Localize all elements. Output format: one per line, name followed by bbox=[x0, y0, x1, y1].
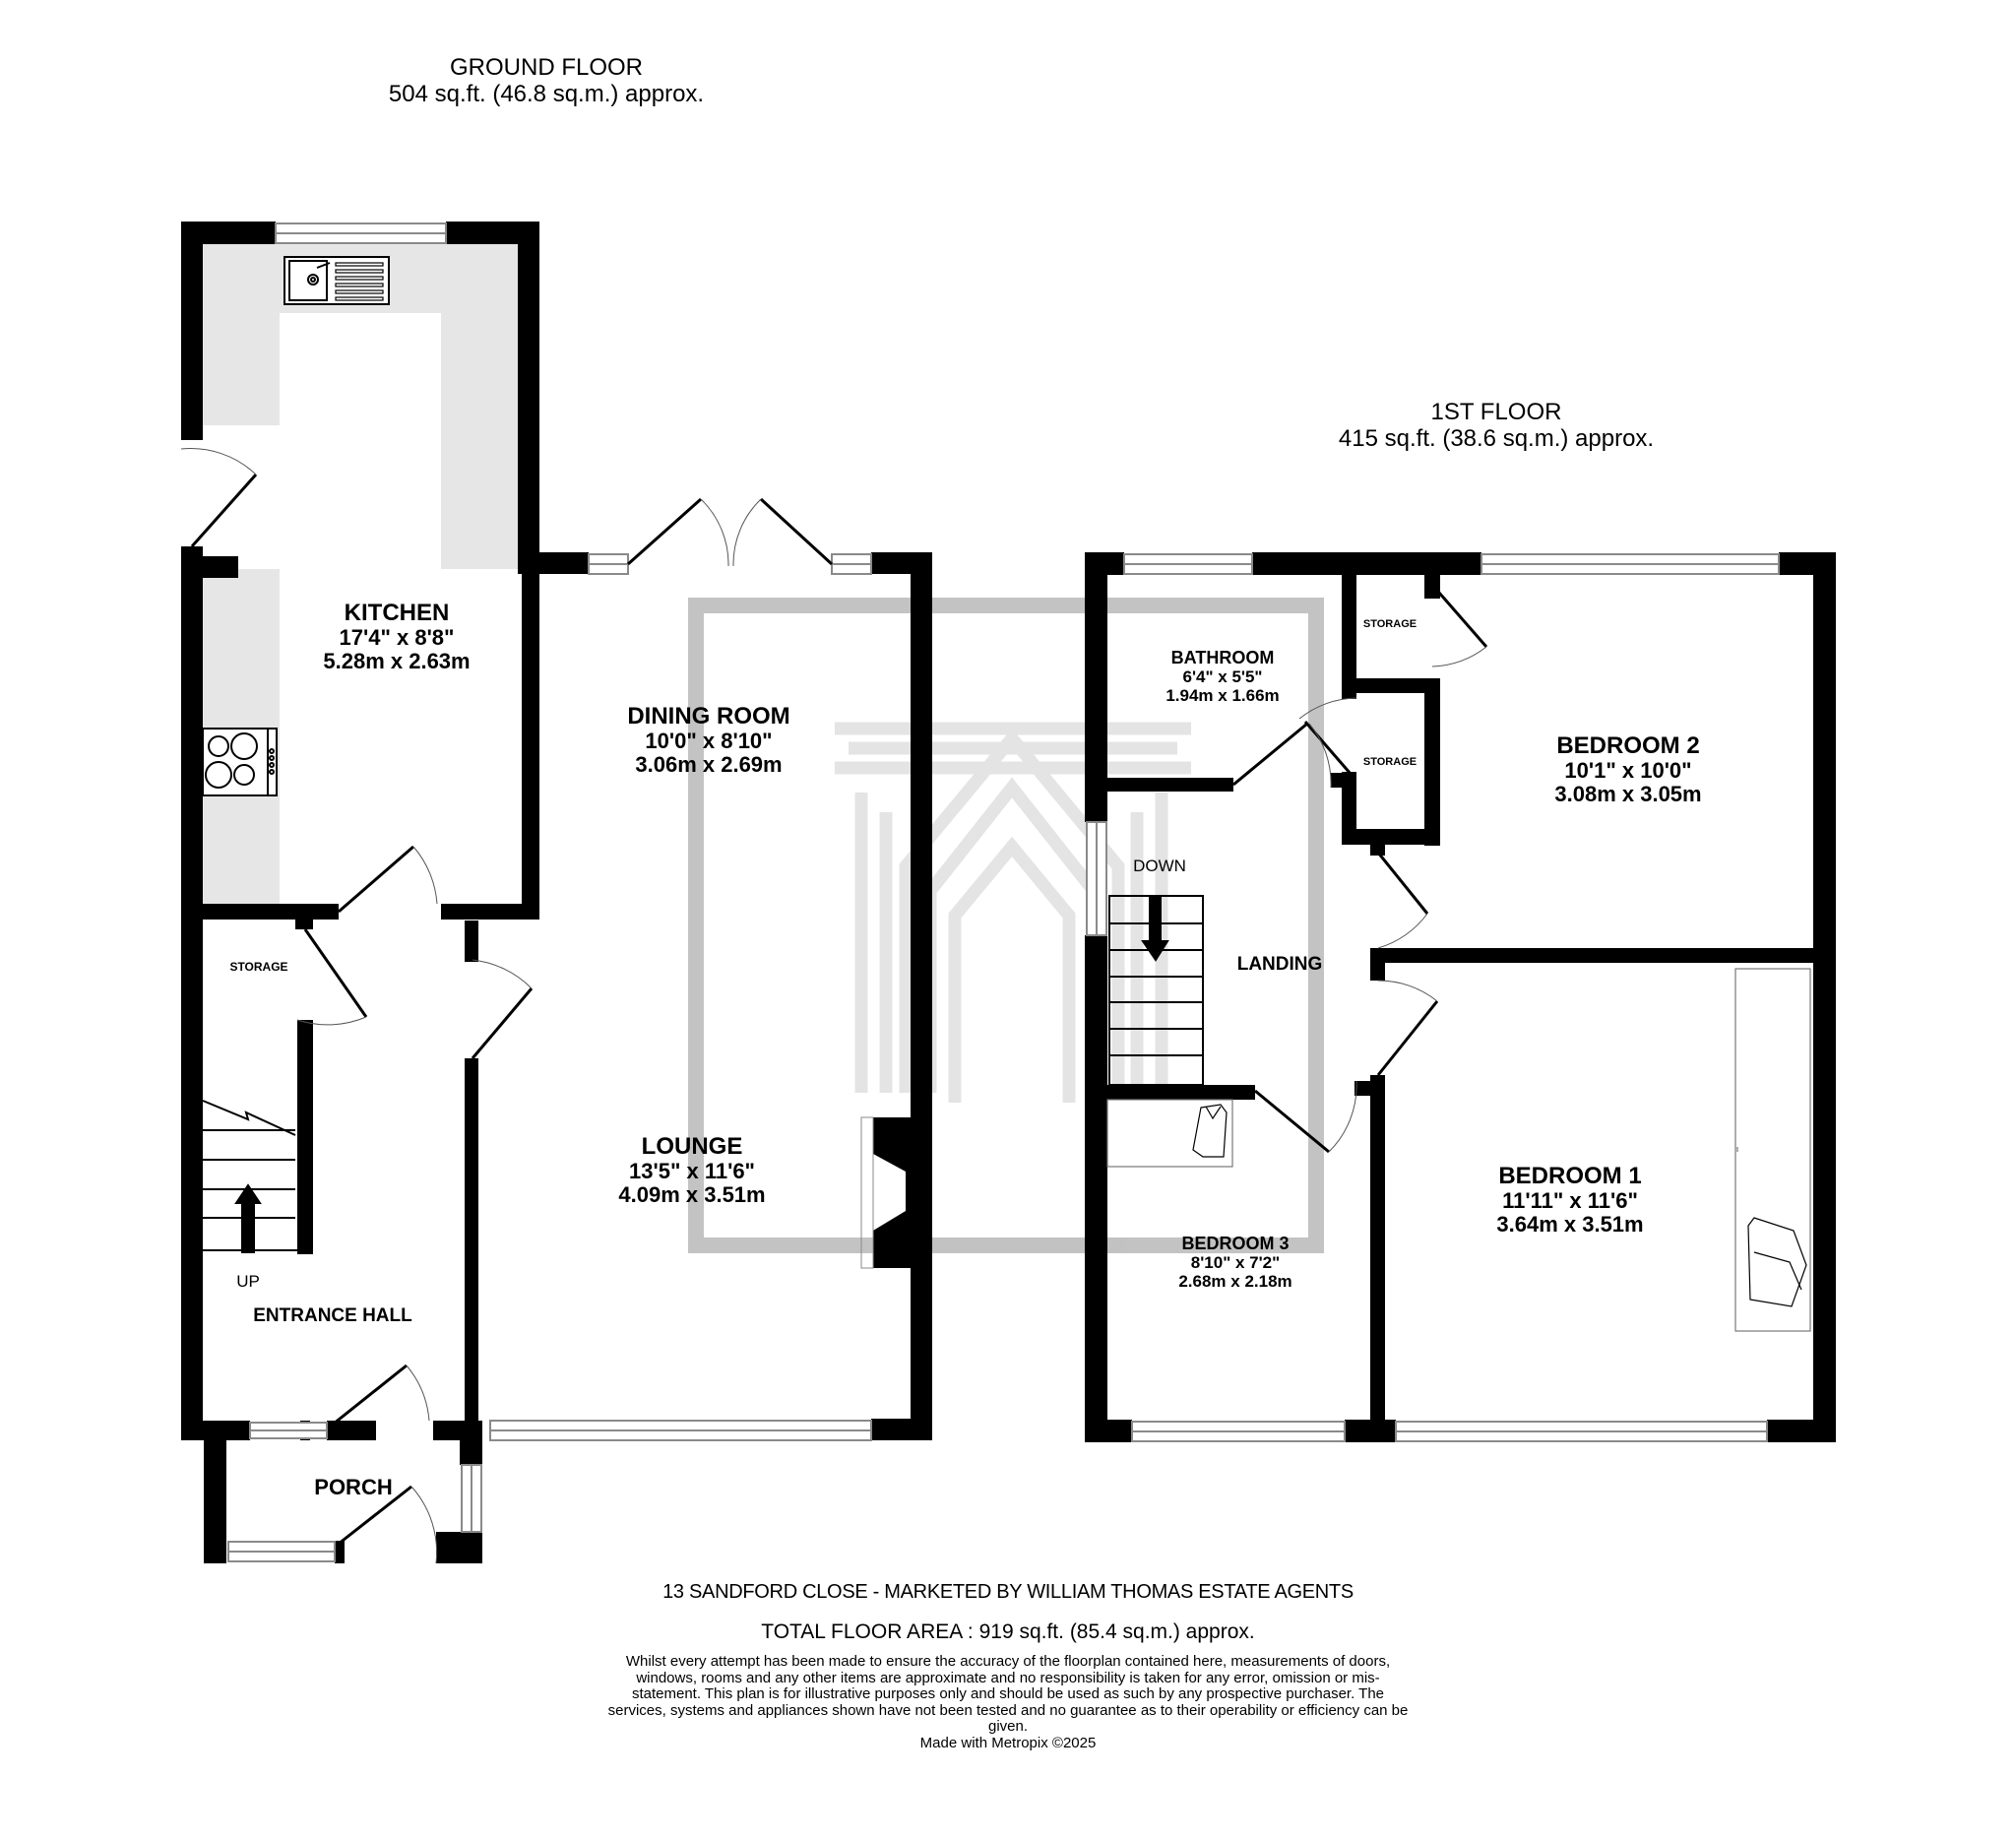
stairs-down-label: DOWN bbox=[1133, 857, 1186, 875]
room-metric: 4.09m x 3.51m bbox=[618, 1182, 766, 1207]
room-imperial: 10'0" x 8'10" bbox=[645, 729, 773, 753]
ground-floor-title: GROUND FLOOR bbox=[449, 54, 643, 81]
room-metric: 5.28m x 2.63m bbox=[323, 649, 471, 673]
room-storage-first-2: STORAGE bbox=[1362, 756, 1418, 768]
windows-first bbox=[1086, 553, 1780, 1442]
room-bedroom-2: BEDROOM 2 10'1" x 10'0" 3.08m x 3.05m bbox=[1554, 733, 1701, 806]
doors-ground bbox=[190, 474, 834, 1546]
doors-first bbox=[1232, 584, 1488, 1154]
first-floor-title: 1ST FLOOR bbox=[1430, 399, 1562, 425]
room-bathroom: BATHROOM 6'4" x 5'5" 1.94m x 1.66m bbox=[1166, 648, 1279, 705]
footer: 13 SANDFORD CLOSE - MARKETED BY WILLIAM … bbox=[0, 1581, 2016, 1604]
room-metric: 2.68m x 2.18m bbox=[1178, 1272, 1292, 1291]
room-kitchen: KITCHEN 17'4" x 8'8" 5.28m x 2.63m bbox=[323, 601, 470, 673]
footer-disclaimer-block: Whilst every attempt has been made to en… bbox=[0, 1653, 2016, 1751]
first-floor-area: 415 sq.ft. (38.6 sq.m.) approx. bbox=[1338, 425, 1655, 452]
room-name: KITCHEN bbox=[344, 600, 450, 626]
kitchen-worktops bbox=[203, 244, 520, 904]
room-name: BATHROOM bbox=[1170, 648, 1275, 667]
door-swings-first bbox=[1298, 646, 1487, 1153]
room-bedroom-1: BEDROOM 1 11'11" x 11'6" 3.64m x 3.51m bbox=[1496, 1164, 1643, 1237]
room-porch: PORCH bbox=[314, 1475, 392, 1500]
room-name: LANDING bbox=[1236, 954, 1323, 975]
room-metric: 1.94m x 1.66m bbox=[1166, 686, 1280, 705]
room-storage-first-1: STORAGE bbox=[1362, 618, 1418, 630]
total-floor-area: TOTAL FLOOR AREA : 919 sq.ft. (85.4 sq.m… bbox=[761, 1620, 1255, 1643]
room-name: BEDROOM 3 bbox=[1181, 1234, 1290, 1253]
room-name: DINING ROOM bbox=[627, 703, 790, 730]
room-entrance-hall: ENTRANCE HALL bbox=[253, 1304, 412, 1328]
room-imperial: 10'1" x 10'0" bbox=[1564, 758, 1692, 783]
windows-ground bbox=[227, 222, 872, 1562]
room-imperial: 17'4" x 8'8" bbox=[339, 625, 455, 650]
room-bedroom-3: BEDROOM 3 8'10" x 7'2" 2.68m x 2.18m bbox=[1178, 1234, 1292, 1291]
room-metric: 3.06m x 2.69m bbox=[635, 752, 783, 777]
room-name: ENTRANCE HALL bbox=[253, 1305, 412, 1326]
room-name: BEDROOM 1 bbox=[1498, 1163, 1642, 1189]
room-metric: 3.08m x 3.05m bbox=[1554, 782, 1702, 806]
ground-floor-area: 504 sq.ft. (46.8 sq.m.) approx. bbox=[388, 81, 705, 107]
room-name: LOUNGE bbox=[641, 1133, 743, 1160]
room-dining: DINING ROOM 10'0" x 8'10" 3.06m x 2.69m bbox=[627, 704, 789, 777]
stairs-up-icon bbox=[202, 1100, 305, 1253]
room-lounge: LOUNGE 13'5" x 11'6" 4.09m x 3.51m bbox=[618, 1134, 765, 1207]
stairs-up-label: UP bbox=[236, 1272, 260, 1291]
room-imperial: 13'5" x 11'6" bbox=[629, 1159, 755, 1183]
disclaimer-text: Whilst every attempt has been made to en… bbox=[607, 1653, 1409, 1735]
footer-address: 13 SANDFORD CLOSE - MARKETED BY WILLIAM … bbox=[662, 1581, 1354, 1603]
room-name: PORCH bbox=[314, 1475, 393, 1499]
first-floor-heading: 1ST FLOOR 415 sq.ft. (38.6 sq.m.) approx… bbox=[1299, 399, 1693, 452]
door-swings-ground bbox=[180, 448, 762, 1564]
sink-icon bbox=[284, 256, 390, 305]
room-name: BEDROOM 2 bbox=[1556, 732, 1700, 759]
first-floor-plan bbox=[1085, 552, 1836, 1442]
hob-icon bbox=[202, 728, 278, 796]
stairs-down-icon bbox=[1108, 895, 1204, 1086]
footer-total: TOTAL FLOOR AREA : 919 sq.ft. (85.4 sq.m… bbox=[0, 1620, 2016, 1644]
room-landing: LANDING bbox=[1237, 953, 1323, 977]
room-imperial: 8'10" x 7'2" bbox=[1190, 1253, 1281, 1272]
room-imperial: 6'4" x 5'5" bbox=[1182, 667, 1263, 686]
room-imperial: 11'11" x 11'6" bbox=[1502, 1188, 1638, 1213]
room-storage-ground: STORAGE bbox=[229, 960, 288, 974]
credit-text: Made with Metropix ©2025 bbox=[919, 1734, 1097, 1751]
wardrobe-icon bbox=[1106, 1099, 1233, 1168]
ground-floor-plan bbox=[180, 222, 932, 1564]
room-metric: 3.64m x 3.51m bbox=[1496, 1212, 1644, 1237]
wardrobe-icon bbox=[1734, 968, 1811, 1332]
ground-floor-heading: GROUND FLOOR 504 sq.ft. (46.8 sq.m.) app… bbox=[364, 54, 728, 107]
